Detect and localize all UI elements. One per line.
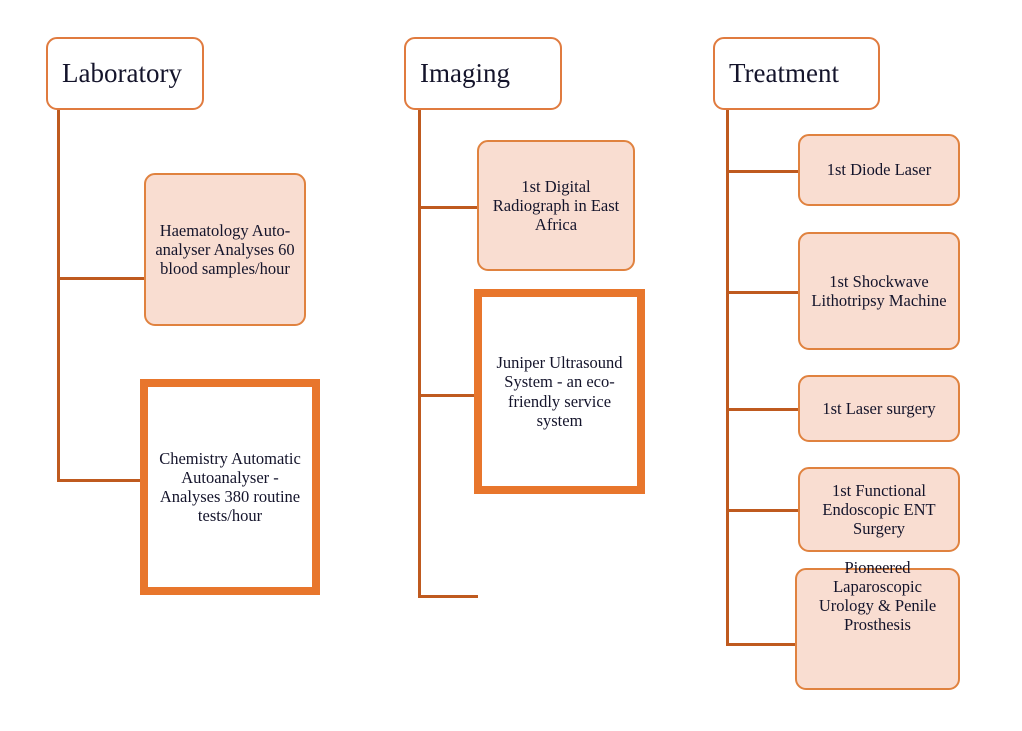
connector-branch-laparoscopic-urology	[726, 643, 800, 646]
node-haematology[interactable]: Haematology Auto-analyser Analyses 60 bl…	[144, 173, 306, 326]
node-juniper-ultrasound-label: Juniper Ultrasound System - an eco-frien…	[496, 353, 623, 430]
node-juniper-ultrasound[interactable]: Juniper Ultrasound System - an eco-frien…	[474, 289, 645, 494]
node-functional-endoscopic-ent[interactable]: 1st Functional Endoscopic ENT Surgery	[798, 467, 960, 552]
node-laparoscopic-urology-label: Pioneered Laparoscopic Urology & Penile …	[818, 558, 937, 635]
connector-branch-haematology	[57, 277, 147, 280]
node-laser-surgery[interactable]: 1st Laser surgery	[798, 375, 960, 442]
node-shockwave-lithotripsy[interactable]: 1st Shockwave Lithotripsy Machine	[798, 232, 960, 350]
node-chemistry[interactable]: Chemistry Automatic Autoanalyser - Analy…	[140, 379, 320, 595]
node-digital-radiograph-label: 1st Digital Radiograph in East Africa	[492, 176, 620, 235]
connector-branch-shockwave-lithotripsy	[726, 291, 800, 294]
connector-branch-diode-laser	[726, 170, 800, 173]
branch-header-imaging-label: Imaging	[420, 57, 510, 88]
branch-header-imaging[interactable]: Imaging	[404, 37, 562, 110]
connector-branch-chemistry	[57, 479, 147, 482]
connector-branch-digital-radiograph	[418, 206, 478, 209]
node-functional-endoscopic-ent-label: 1st Functional Endoscopic ENT Surgery	[822, 480, 936, 539]
connector-trunk-imaging	[418, 110, 421, 598]
node-diode-laser[interactable]: 1st Diode Laser	[798, 134, 960, 206]
node-laparoscopic-urology[interactable]: Pioneered Laparoscopic Urology & Penile …	[795, 558, 960, 690]
connector-trunk-laboratory	[57, 110, 60, 482]
branch-header-treatment-label: Treatment	[729, 57, 839, 88]
node-diode-laser-label: 1st Diode Laser	[826, 160, 932, 180]
connector-branch-functional-endoscopic-ent	[726, 509, 800, 512]
connector-branch-laser-surgery	[726, 408, 800, 411]
node-chemistry-label: Chemistry Automatic Autoanalyser - Analy…	[159, 448, 301, 526]
node-shockwave-lithotripsy-label: 1st Shockwave Lithotripsy Machine	[811, 271, 947, 310]
connector-branch-empty	[418, 595, 478, 598]
node-digital-radiograph[interactable]: 1st Digital Radiograph in East Africa	[477, 140, 635, 271]
connector-branch-juniper-ultrasound	[418, 394, 478, 397]
connector-trunk-treatment	[726, 110, 729, 645]
node-laser-surgery-label: 1st Laser surgery	[822, 398, 936, 418]
node-haematology-label: Haematology Auto-analyser Analyses 60 bl…	[155, 220, 295, 279]
branch-header-laboratory-label: Laboratory	[62, 57, 182, 88]
branch-header-laboratory[interactable]: Laboratory	[46, 37, 204, 110]
branch-header-treatment[interactable]: Treatment	[713, 37, 880, 110]
